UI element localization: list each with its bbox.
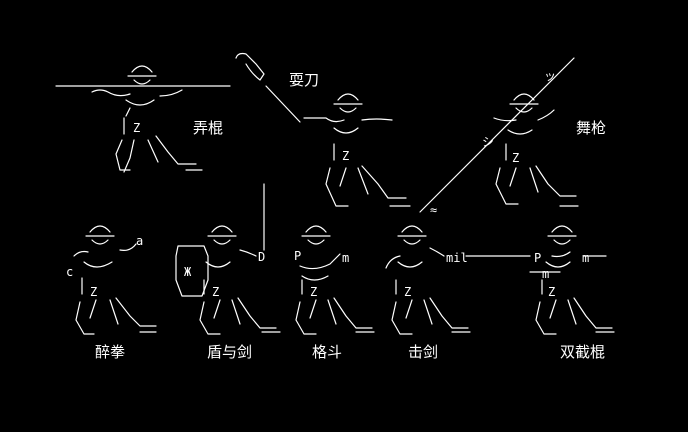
glyph-m-3: m: [582, 251, 589, 265]
svg-text:Z: Z: [90, 285, 97, 299]
label-wu-qiang: 舞枪: [576, 119, 607, 137]
glyph-D: D: [258, 250, 265, 264]
glyph-m-2: m: [542, 267, 549, 281]
label-zui-quan: 醉拳: [95, 343, 126, 361]
svg-text:Z: Z: [133, 121, 140, 135]
figure-nong-gun: Z: [55, 65, 231, 173]
glyph-a: a: [136, 234, 143, 248]
label-shua-dao: 耍刀: [289, 71, 320, 89]
svg-text:Z: Z: [310, 285, 317, 299]
svg-text:Z: Z: [548, 285, 555, 299]
glyph-m-1: m: [342, 251, 349, 265]
label-ge-dou: 格斗: [312, 343, 343, 361]
label-ji-jian: 击剑: [408, 343, 439, 361]
figure-shua-dao: Z: [235, 52, 411, 207]
glyph-tsu: ッ: [544, 69, 556, 83]
figure-zui-quan: Z: [73, 225, 157, 335]
label-nong-gun: 弄棍: [193, 119, 224, 137]
figure-ji-jian: Z: [385, 225, 531, 335]
figure-ge-dou: Z: [295, 225, 375, 335]
glyph-P-1: P: [294, 249, 301, 263]
glyph-c: c: [66, 265, 73, 279]
figure-wu-qiang: Z: [419, 57, 579, 213]
glyph-approx: ≈: [430, 203, 437, 217]
glyph-zhe: Ж: [184, 265, 192, 279]
svg-text:Z: Z: [404, 285, 411, 299]
label-dun-yu-jian: 盾与剑: [207, 343, 253, 361]
glyph-mil: mil: [446, 251, 468, 265]
figure-dun-yu-jian: Z: [175, 225, 281, 335]
figure-shuang-jie-gun: Z: [529, 225, 615, 335]
svg-text:Z: Z: [512, 151, 519, 165]
glyph-P-2: P: [534, 251, 541, 265]
svg-text:Z: Z: [342, 149, 349, 163]
glyph-shi: シ: [482, 135, 494, 149]
svg-text:Z: Z: [212, 285, 219, 299]
label-shuang-jie-gun: 双截棍: [560, 343, 606, 361]
